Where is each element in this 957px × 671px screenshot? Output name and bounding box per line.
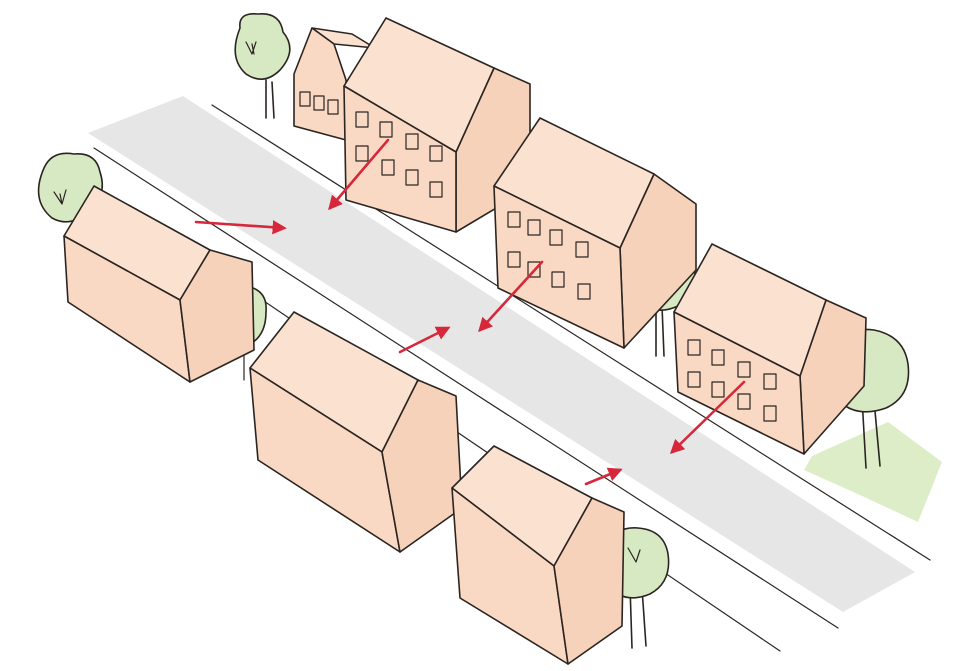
house-icon (494, 118, 696, 348)
arrow-icon (586, 470, 620, 484)
tree-icon (235, 14, 290, 118)
grass-patch (804, 422, 942, 522)
